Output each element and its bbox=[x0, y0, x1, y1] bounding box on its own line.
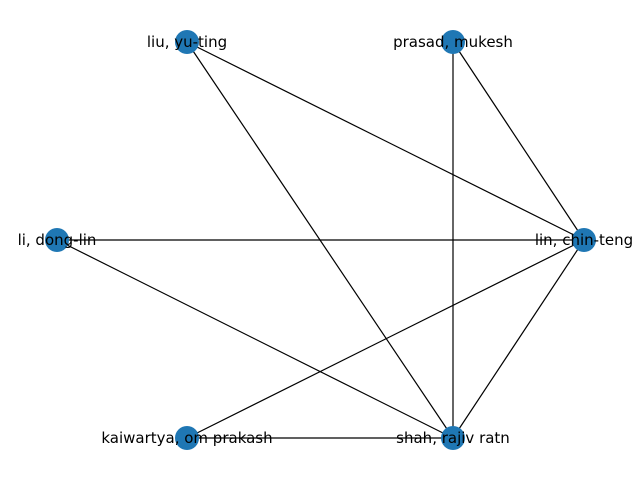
node-shah[interactable] bbox=[441, 426, 465, 450]
nodes-layer bbox=[45, 30, 596, 450]
edge-kaiwartya-lin bbox=[186, 239, 585, 439]
edges-layer bbox=[56, 41, 585, 439]
node-label-lin: lin, chin-teng bbox=[535, 231, 633, 249]
node-label-prasad: prasad, mukesh bbox=[393, 33, 513, 51]
edge-prasad-lin bbox=[452, 41, 585, 241]
edge-liu-lin bbox=[186, 41, 585, 241]
node-label-li: li, dong-lin bbox=[18, 231, 97, 249]
node-kaiwartya[interactable] bbox=[175, 426, 199, 450]
node-li[interactable] bbox=[45, 228, 69, 252]
labels-layer: liu, yu-ting prasad, mukesh li, dong-lin li… bbox=[18, 33, 634, 447]
edge-lin-shah bbox=[452, 239, 585, 439]
node-prasad[interactable] bbox=[441, 30, 465, 54]
node-label-liu: liu, yu-ting bbox=[147, 33, 227, 51]
node-label-kaiwartya: kaiwartya, om prakash bbox=[101, 429, 272, 447]
edge-li-shah bbox=[56, 239, 454, 439]
node-label-shah: shah, rajiv ratn bbox=[396, 429, 510, 447]
node-lin[interactable] bbox=[572, 228, 596, 252]
node-liu[interactable] bbox=[175, 30, 199, 54]
